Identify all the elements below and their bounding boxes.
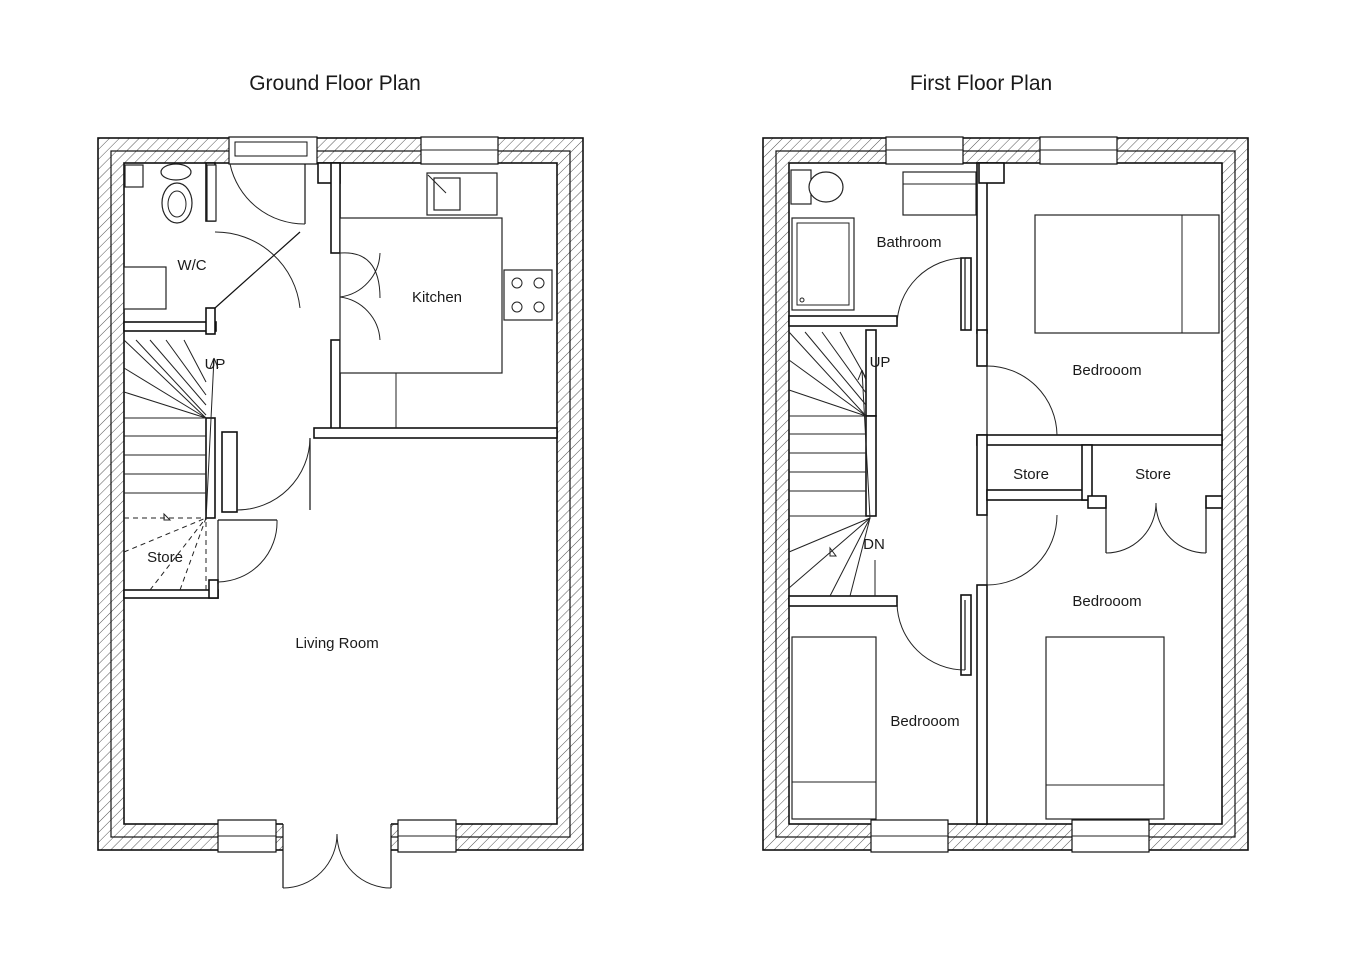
store-door-swing-left (1105, 502, 1157, 554)
store-bottom-wall (123, 589, 219, 599)
store-right-jamb-right (1205, 495, 1223, 509)
patio-door-swing-left (282, 833, 338, 889)
first-stair-down-label: DN (863, 536, 885, 553)
bathroom-label: Bathroom (876, 234, 941, 251)
store-divider-wall (1081, 444, 1093, 501)
living-door-swing (236, 437, 311, 511)
patio-door-swing-right (336, 833, 392, 889)
store-right-label: Store (1135, 466, 1171, 483)
toilet-cistern (160, 163, 192, 181)
kitchen-door-swing-lower (339, 296, 381, 341)
bed-left (791, 636, 877, 820)
kitchen-left-wall-lower (330, 339, 341, 433)
bedroom-right-label: Bedrooom (1072, 593, 1141, 610)
bedroom-top-door-swing (986, 365, 1058, 436)
first-floor-plan: First Floor Plan (762, 72, 1249, 853)
store-left-label: Store (1013, 466, 1049, 483)
wc-bottom-wall (123, 321, 217, 332)
kitchen-door-swing-upper (339, 252, 381, 298)
ground-store-label: Store (147, 549, 183, 566)
wc-corner-fixture (124, 164, 144, 188)
living-room-label: Living Room (295, 635, 378, 652)
store-door-swing-right (1155, 502, 1207, 554)
bathroom-door-swing (896, 257, 966, 327)
store-door-swing (217, 519, 278, 583)
ground-floor-plan: Ground Floor Plan (97, 72, 584, 889)
stair-right-wall (205, 417, 216, 519)
bath-toilet-bowl (808, 171, 844, 203)
bathroom-bottom-wall (788, 315, 898, 327)
store-left-wall (976, 434, 988, 516)
bedroom-left-top-wall (788, 595, 898, 607)
hall-pier (221, 431, 238, 513)
ground-stair-up-label: UP (205, 356, 226, 373)
bedroom-left-door-jamb (960, 594, 972, 676)
shower-tray (791, 217, 855, 311)
bedroom-left-label: Bedrooom (890, 713, 959, 730)
bathroom-right-wall (976, 162, 988, 334)
bath-toilet-cistern (790, 169, 812, 205)
stair-wall-lower (865, 415, 877, 517)
store-door-jamb (208, 579, 219, 599)
bathroom-door-jamb (960, 257, 972, 331)
wc-label: W/C (177, 257, 206, 274)
store-right-jamb-left (1087, 495, 1107, 509)
toilet-bowl (161, 182, 193, 224)
bedroom-top-bottom-wall (976, 434, 1223, 446)
first-stair-up-label: UP (870, 354, 891, 371)
first-staircase (788, 331, 876, 597)
bathroom-basin (902, 171, 977, 216)
kitchen-label: Kitchen (412, 289, 462, 306)
bedroom-right-door-swing (986, 514, 1058, 586)
front-door-swing (229, 163, 306, 225)
kitchen-left-wall-upper (330, 162, 341, 254)
kitchen-hob (503, 269, 553, 321)
bed-right (1045, 636, 1165, 820)
ground-floor-title: Ground Floor Plan (249, 72, 421, 95)
ff-corner-pillar (978, 162, 1005, 184)
wc-door-swing (214, 231, 301, 309)
stair-wall-upper (865, 329, 877, 417)
first-floor-title: First Floor Plan (910, 72, 1052, 95)
bedroom-left-door-swing (896, 602, 966, 671)
wc-right-wall-lower (205, 307, 216, 335)
kitchen-bottom-wall (313, 427, 558, 439)
bedroom-top-label: Bedrooom (1072, 362, 1141, 379)
bedroom-top-left-wall-lower (976, 329, 988, 367)
wc-basin (123, 266, 167, 310)
ground-staircase (123, 339, 219, 591)
store-left-bottom-wall (986, 489, 1088, 501)
bedroom-divider-wall (976, 584, 988, 825)
bed-top (1034, 214, 1220, 334)
